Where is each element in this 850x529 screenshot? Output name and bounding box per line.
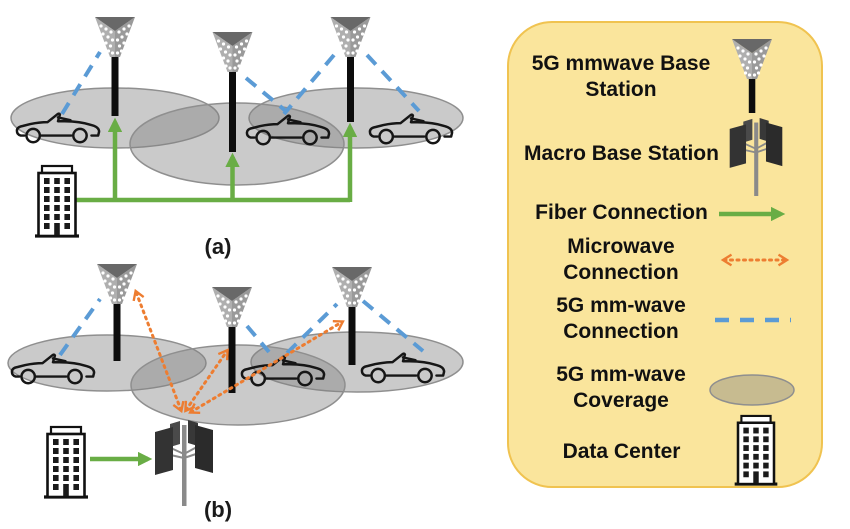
mmwave-base-station — [97, 264, 137, 361]
mmwave-links — [60, 50, 421, 116]
panel-a — [10, 17, 464, 238]
panel-a-label: (a) — [204, 234, 232, 259]
microwave-links — [132, 288, 345, 414]
panel-b-label: (b) — [203, 497, 233, 522]
legend-box: 5G mmwave Base Station Macro Base Statio… — [507, 21, 823, 488]
panel-b — [7, 264, 464, 506]
mmwave-base-station — [95, 17, 135, 116]
mmwave-base-station — [212, 32, 253, 152]
legend-label-macro-base-station: Macro Base Station — [524, 142, 719, 165]
mmwave-base-station — [332, 267, 372, 365]
legend-label-data-center: Data Center — [562, 440, 681, 463]
fiber-links — [74, 117, 358, 203]
legend-label-fiber-connection: Fiber Connection — [535, 201, 708, 224]
mmwave-connection-icon — [715, 317, 791, 323]
macro-base-station-icon — [728, 118, 784, 196]
legend-label-mmwave-coverage: 5G mm-wave Coverage — [556, 363, 686, 412]
macro-base-station — [154, 420, 214, 506]
mmwave-base-station — [330, 17, 371, 122]
microwave-connection-icon — [720, 253, 790, 267]
data-center-icon — [734, 414, 778, 486]
legend-label-microwave-connection: Microwave Connection — [563, 235, 679, 284]
coverage-ellipse — [248, 87, 464, 149]
fiber-connection-icon — [719, 206, 786, 222]
legend-label-mmwave-connection: 5G mm-wave Connection — [556, 294, 686, 343]
data-center — [44, 425, 88, 499]
mmwave-coverage-icon — [709, 374, 795, 406]
mmwave-base-station-icon — [732, 39, 772, 113]
legend-label-mmwave-base-station: 5G mmwave Base Station — [531, 52, 711, 101]
data-center — [35, 164, 79, 238]
